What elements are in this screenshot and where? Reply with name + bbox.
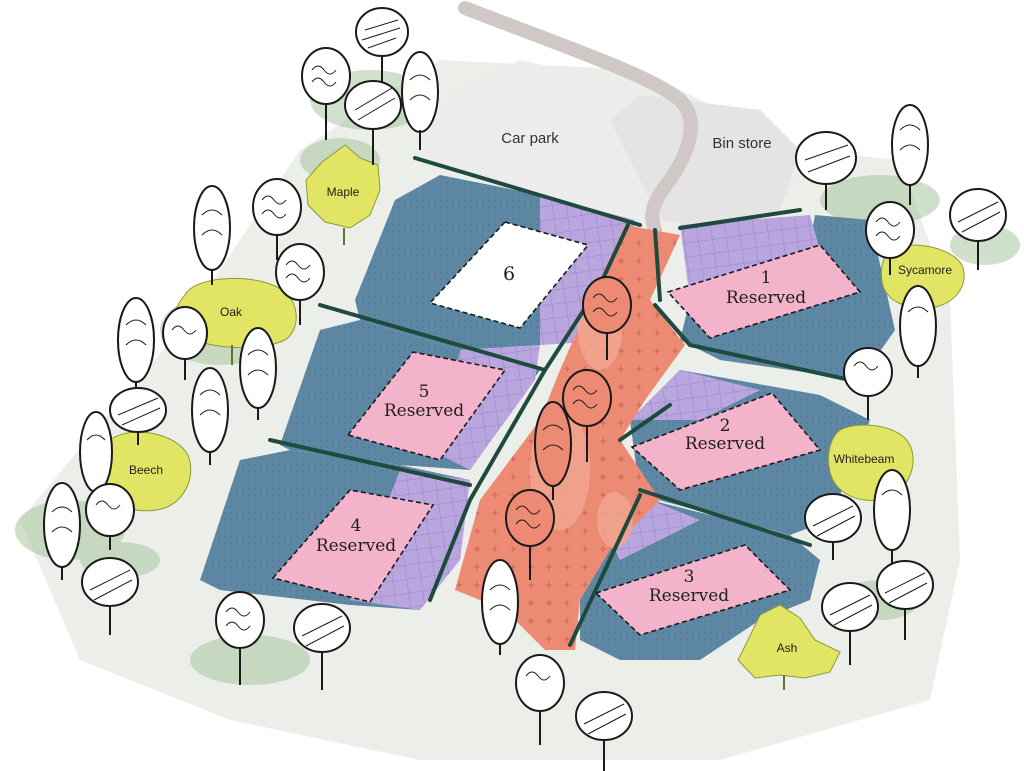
plot-2-number: 2 [720,416,731,436]
tree-outline [191,367,229,465]
tree-outline [891,104,929,205]
named-tree-maple: Maple [305,144,381,245]
plot-4[interactable]: 4 Reserved [271,489,435,603]
plot-1-status: Reserved [726,288,806,308]
tree-outline [515,654,565,745]
bin-store-label: Bin store [712,135,771,152]
beech-label: Beech [129,463,163,477]
whitebeam-label: Whitebeam [834,452,895,466]
named-tree-sycamore: Sycamore [880,244,965,309]
sycamore-label: Sycamore [898,263,952,277]
car-park-label: Car park [501,130,559,147]
tree-outline [293,603,351,690]
ash-label: Ash [777,641,798,655]
plot-2-status: Reserved [685,434,765,454]
tree-outline [899,285,937,378]
plot-4-number: 4 [351,516,362,536]
tree-outline [81,557,139,635]
path-trees [505,276,632,580]
plot-5-status: Reserved [384,401,464,421]
tree-outline [162,306,208,380]
tree-outline [949,188,1007,270]
tree-outline [481,559,519,655]
plot-2[interactable]: 2 Reserved [630,392,822,491]
tree-outline [401,51,439,150]
named-tree-ash: Ash [737,604,841,690]
plot-3-status: Reserved [649,586,729,606]
plot-3-number: 3 [684,567,695,587]
plot-3[interactable]: 3 Reserved [594,544,792,636]
tree-outline [252,178,302,260]
tree-outline [873,469,911,565]
tree-outline [275,243,325,325]
tree-outline [109,387,167,445]
plot-6-number: 6 [503,263,515,285]
tree-outline [239,327,277,420]
tree-outline [865,201,915,275]
tree-outline [43,482,81,580]
access-road [458,1,698,237]
tree-outline [843,347,893,420]
tree-outline [575,691,633,771]
tree-in-path [582,276,632,360]
outline-trees [43,7,1007,771]
tree-outline [821,582,879,665]
tree-outline [876,560,934,640]
tree-in-path [505,489,555,580]
tree-outline [344,80,402,165]
hedge-lines [268,156,852,647]
plot-1[interactable]: 1 Reserved [666,244,862,339]
plot-6[interactable]: 6 [428,221,590,329]
plot-5[interactable]: 5 Reserved [346,351,507,461]
tree-outline [301,47,351,140]
plot-5-number: 5 [419,382,430,402]
maple-label: Maple [327,185,360,199]
oak-label: Oak [220,305,243,319]
tree-outline [215,591,265,685]
tree-in-path [534,401,572,500]
plot-1-number: 1 [761,268,772,288]
tree-outline [85,483,135,550]
tree-outline [193,185,231,285]
plot-4-status: Reserved [316,536,396,556]
tree-in-path [562,369,612,462]
tree-outline [795,131,857,210]
tree-outline [804,493,862,560]
